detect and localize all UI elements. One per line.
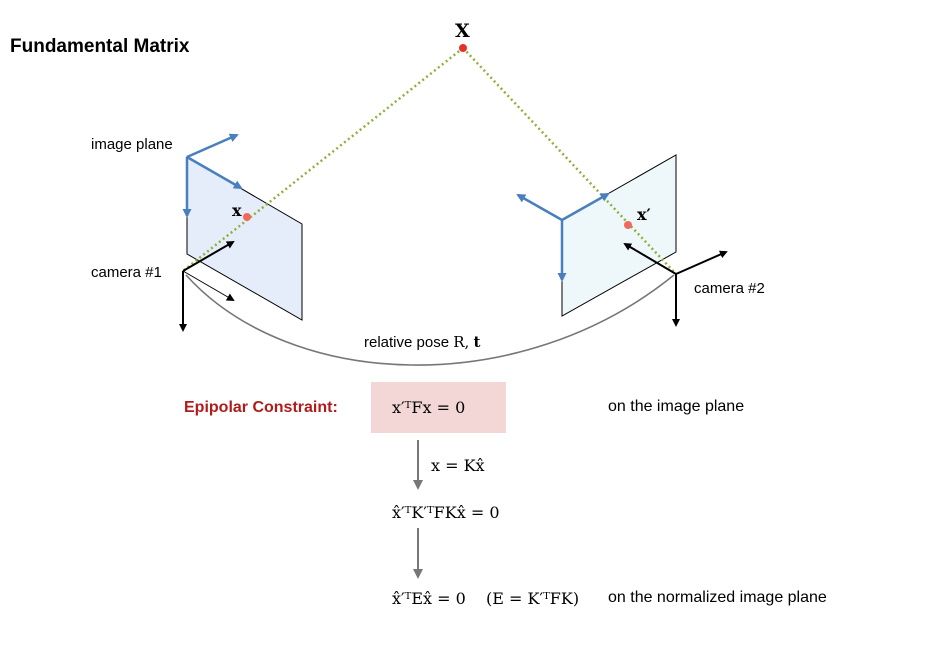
point-x-image1 (243, 213, 251, 221)
epipolar-constraint-label: Epipolar Constraint: (184, 399, 338, 416)
camera2-axis-z (675, 250, 728, 275)
left-plane-axis-v (186, 155, 243, 190)
point-x-image2 (624, 221, 632, 229)
equation-essential-def: (E = K′ᵀFK) (486, 589, 580, 608)
relative-pose-arc (185, 274, 675, 366)
left-plane-axis-u (186, 133, 239, 159)
relative-pose-R: R, (453, 333, 470, 351)
ray-camera2 (462, 47, 677, 275)
relative-pose-text: relative pose (364, 334, 450, 351)
label-point-X: X (455, 20, 470, 42)
equation-constraint: x′ᵀFx = 0 (392, 398, 466, 417)
label-image-plane: image plane (91, 136, 173, 153)
ray-camera1 (182, 47, 464, 272)
relative-pose-t: t (473, 333, 481, 351)
point-X-3d (459, 44, 467, 52)
page-title: Fundamental Matrix (10, 36, 190, 57)
image-plane-right (561, 154, 677, 317)
image-plane-left (186, 156, 303, 321)
camera1-axis-z (182, 240, 235, 272)
camera2-axis-x (623, 242, 677, 275)
label-relative-pose: relative pose R, t (364, 333, 480, 351)
constraint-highlight-box (371, 382, 506, 433)
equation-substitution: x = Kx̂ (431, 456, 485, 475)
equation-step2: x̂′ᵀK′ᵀFKx̂ = 0 (392, 503, 500, 522)
camera1-axis-x (182, 270, 235, 302)
label-on-normalized-plane: on the normalized image plane (608, 589, 827, 606)
label-point-x: x (232, 201, 242, 220)
label-camera1: camera #1 (91, 264, 162, 281)
right-plane-axis-v (561, 192, 610, 222)
label-on-image-plane: on the image plane (608, 398, 745, 415)
label-point-x-prime: x′ (637, 205, 651, 224)
right-plane-axis-u (516, 193, 563, 222)
label-camera2: camera #2 (694, 280, 765, 297)
equation-essential: x̂′ᵀEx̂ = 0 (392, 589, 466, 608)
